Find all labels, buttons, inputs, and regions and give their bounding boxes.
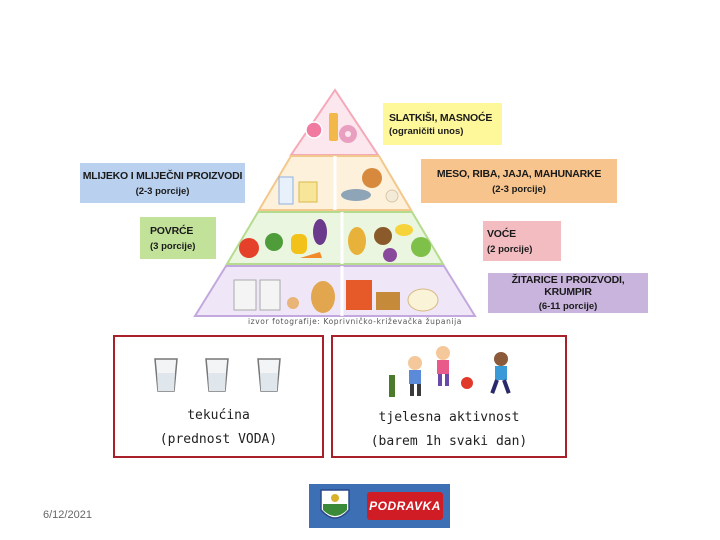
activity-title: tjelesna aktivnost bbox=[378, 410, 520, 425]
bottle-icon bbox=[329, 113, 338, 141]
label-dairy-title: MLIJEKO I MLIJEČNI PROIZVODI bbox=[82, 169, 243, 182]
label-dairy-servings: (2-3 porcije) bbox=[135, 185, 190, 197]
pyramid-tier-veg-fruit bbox=[225, 211, 445, 265]
fluids-subtitle: (prednost VODA) bbox=[159, 432, 278, 447]
pepper-icon bbox=[291, 234, 307, 254]
label-sweets: SLATKIŠI, MASNOĆE (ograničiti unos) bbox=[383, 103, 502, 145]
label-fruit-title: VOĆE bbox=[487, 227, 516, 240]
pineapple-icon bbox=[348, 227, 366, 255]
coat-of-arms-icon bbox=[320, 489, 350, 519]
label-meat: MESO, RIBA, JAJA, MAHUNARKE (2-3 porcije… bbox=[421, 159, 617, 203]
bread-icon bbox=[311, 281, 335, 313]
ball-icon bbox=[461, 377, 473, 389]
tomato-icon bbox=[239, 238, 259, 258]
label-grains: ŽITARICE I PROIZVODI, KRUMPIR (6-11 porc… bbox=[488, 273, 648, 313]
eggplant-icon bbox=[313, 219, 327, 245]
label-vegetables-title: POVRĆE bbox=[150, 224, 194, 237]
water-glass-icon bbox=[205, 358, 229, 392]
label-vegetables-servings: (3 porcije) bbox=[150, 240, 196, 252]
label-fruit: VOĆE (2 porcije) bbox=[483, 221, 561, 261]
flour-bag-icon bbox=[233, 279, 257, 311]
slide-date: 6/12/2021 bbox=[43, 509, 92, 521]
apple-icon bbox=[411, 237, 431, 257]
label-sweets-servings: (ograničiti unos) bbox=[389, 125, 464, 137]
milk-carton-icon bbox=[278, 176, 294, 205]
logos-banner: PODRAVKA bbox=[309, 484, 450, 528]
activity-subtitle: (barem 1h svaki dan) bbox=[370, 434, 528, 449]
image-source-caption: izvor fotografije: Koprivničko-križevačk… bbox=[248, 317, 462, 326]
candy-icon bbox=[305, 121, 323, 139]
label-fruit-servings: (2 porcije) bbox=[487, 243, 533, 255]
label-meat-servings: (2-3 porcije) bbox=[492, 183, 546, 195]
label-grains-servings: (6-11 porcije) bbox=[538, 301, 598, 312]
label-dairy: MLIJEKO I MLIJEČNI PROIZVODI (2-3 porcij… bbox=[80, 163, 245, 203]
fluids-title: tekućina bbox=[187, 408, 250, 423]
rice-bowl-icon bbox=[407, 288, 439, 312]
water-glass-icon bbox=[154, 358, 178, 392]
water-glass-icon bbox=[257, 358, 281, 392]
fluids-panel: tekućina (prednost VODA) bbox=[113, 335, 324, 458]
water-glasses bbox=[154, 358, 281, 392]
podravka-logo: PODRAVKA bbox=[367, 492, 443, 520]
label-meat-title: MESO, RIBA, JAJA, MAHUNARKE bbox=[436, 167, 602, 180]
label-grains-title: ŽITARICE I PROIZVODI, KRUMPIR bbox=[511, 274, 625, 298]
label-sweets-title: SLATKIŠI, MASNOĆE bbox=[389, 111, 493, 124]
fish-icon bbox=[341, 189, 371, 201]
chicken-icon bbox=[362, 168, 382, 188]
label-vegetables: POVRĆE (3 porcije) bbox=[140, 217, 216, 259]
cereal-box-icon bbox=[346, 280, 372, 310]
activity-panel: tjelesna aktivnost (barem 1h svaki dan) bbox=[331, 335, 567, 458]
children-playing-icon bbox=[389, 346, 511, 397]
